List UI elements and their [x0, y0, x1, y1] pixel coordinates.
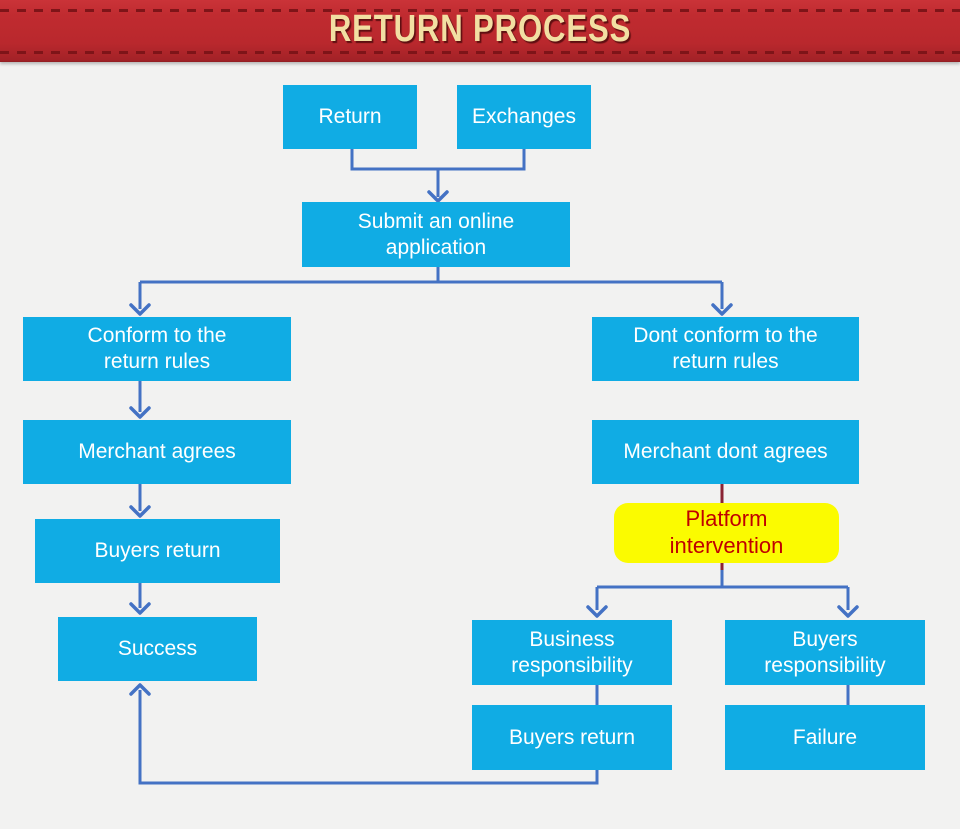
node-buyers-return-left: Buyers return — [35, 519, 280, 583]
arrow-down-dont-conform — [711, 303, 733, 316]
arrow-down-merchant-agrees — [129, 406, 151, 419]
node-merchant-dont-agrees: Merchant dont agrees — [592, 420, 859, 484]
connector-merge-top — [350, 148, 526, 171]
node-merchant-agrees: Merchant agrees — [23, 420, 291, 484]
node-buyers-return-right: Buyers return — [472, 705, 672, 770]
arrow-down-business-responsibility — [586, 605, 608, 618]
arrow-down-buyers-responsibility — [837, 605, 859, 618]
page-title: RETURN PROCESS — [328, 8, 632, 50]
arrow-down-buyers-return-left — [129, 505, 151, 518]
node-dont-conform-rules: Dont conform to the return rules — [592, 317, 859, 381]
node-submit-application: Submit an online application — [302, 202, 570, 267]
node-return: Return — [283, 85, 417, 149]
arrow-down-success — [129, 602, 151, 615]
connector-loop-to-success — [138, 690, 599, 785]
node-exchanges: Exchanges — [457, 85, 591, 149]
arrow-down-submit — [427, 190, 449, 203]
node-conform-rules: Conform to the return rules — [23, 317, 291, 381]
stitch-line-bottom — [0, 51, 960, 54]
node-platform-intervention: Platform intervention — [614, 503, 839, 563]
header-banner: RETURN PROCESS — [0, 0, 960, 62]
arrow-down-conform — [129, 303, 151, 316]
node-success: Success — [58, 617, 257, 681]
stitch-line-top — [0, 9, 960, 12]
node-business-responsibility: Business responsibility — [472, 620, 672, 685]
arrow-up-success — [129, 683, 151, 696]
node-buyers-responsibility: Buyers responsibility — [725, 620, 925, 685]
node-failure: Failure — [725, 705, 925, 770]
